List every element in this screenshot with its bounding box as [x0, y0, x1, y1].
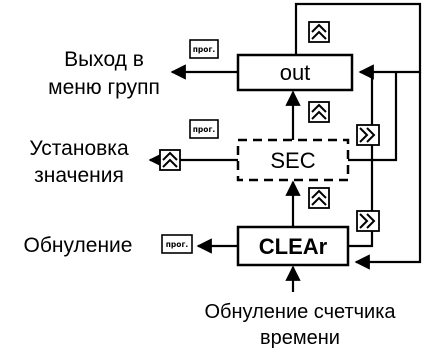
- prog-button-label: прог.: [193, 45, 216, 54]
- prog-button-sec: прог.: [189, 119, 219, 139]
- right-key-clear: [356, 210, 380, 232]
- bottom-label-line2: времени: [260, 327, 340, 349]
- double-chevron-up-icon: [162, 151, 178, 168]
- loop-out-top: [294, 2, 422, 80]
- up-key-set: [159, 149, 181, 171]
- loop-sec-to-out: [348, 72, 398, 162]
- double-chevron-up-icon: [311, 103, 327, 120]
- loop-bottom-right: [354, 72, 422, 270]
- set-label-line2: значения: [34, 164, 124, 187]
- bottom-label-line1: Обнуление счетчика: [204, 301, 396, 323]
- up-key-clear: [308, 187, 330, 209]
- double-chevron-right-icon: [359, 127, 376, 143]
- up-key-top: [308, 21, 330, 43]
- prog-button-label: прог.: [193, 125, 216, 134]
- right-key-sec: [356, 124, 380, 146]
- prog-button-clear: прог.: [161, 234, 193, 254]
- double-chevron-up-icon: [311, 23, 327, 40]
- clear-box-label: CLEAr: [259, 234, 328, 259]
- exit-label-line2: меню групп: [48, 76, 160, 99]
- clear-box: CLEAr: [236, 225, 350, 267]
- up-key-sec: [308, 101, 330, 123]
- double-chevron-up-icon: [311, 189, 327, 206]
- double-chevron-right-icon: [359, 213, 376, 229]
- sec-box-label: SEC: [270, 148, 315, 173]
- set-label-line1: Установка: [29, 137, 129, 160]
- sec-box: SEC: [236, 138, 350, 182]
- out-box: out: [236, 53, 354, 92]
- out-box-label: out: [280, 60, 311, 85]
- prog-button-label: прог.: [166, 240, 189, 249]
- exit-label-line1: Выход в: [64, 48, 144, 71]
- reset-label: Обнуление: [24, 234, 133, 257]
- prog-button-out: прог.: [189, 39, 219, 59]
